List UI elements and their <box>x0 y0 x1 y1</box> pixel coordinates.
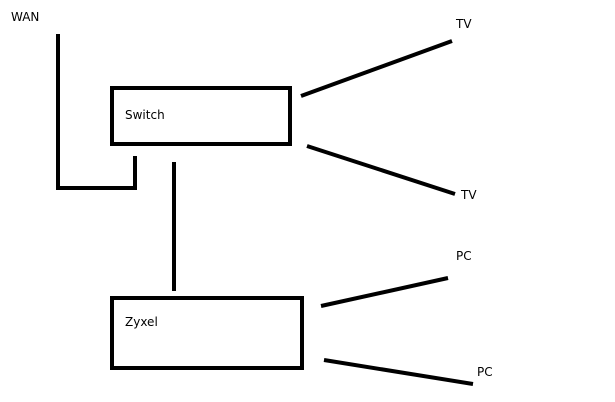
edge-wan-switch <box>56 34 137 190</box>
edge-switch-tv-bottom <box>306 144 456 196</box>
pc-top-label: PC <box>456 249 472 263</box>
zyxel-box <box>110 296 304 370</box>
edge-zyxel-pc-bottom <box>323 358 474 386</box>
wan-label: WAN <box>11 10 40 24</box>
pc-bottom-label: PC <box>477 365 493 379</box>
zyxel-label: Zyxel <box>125 315 158 329</box>
edge-zyxel-pc-top <box>320 276 449 308</box>
switch-box <box>110 86 292 146</box>
edge-switch-tv-top <box>300 39 453 98</box>
tv-bottom-label: TV <box>461 188 477 202</box>
switch-label: Switch <box>125 108 165 122</box>
tv-top-label: TV <box>456 17 472 31</box>
